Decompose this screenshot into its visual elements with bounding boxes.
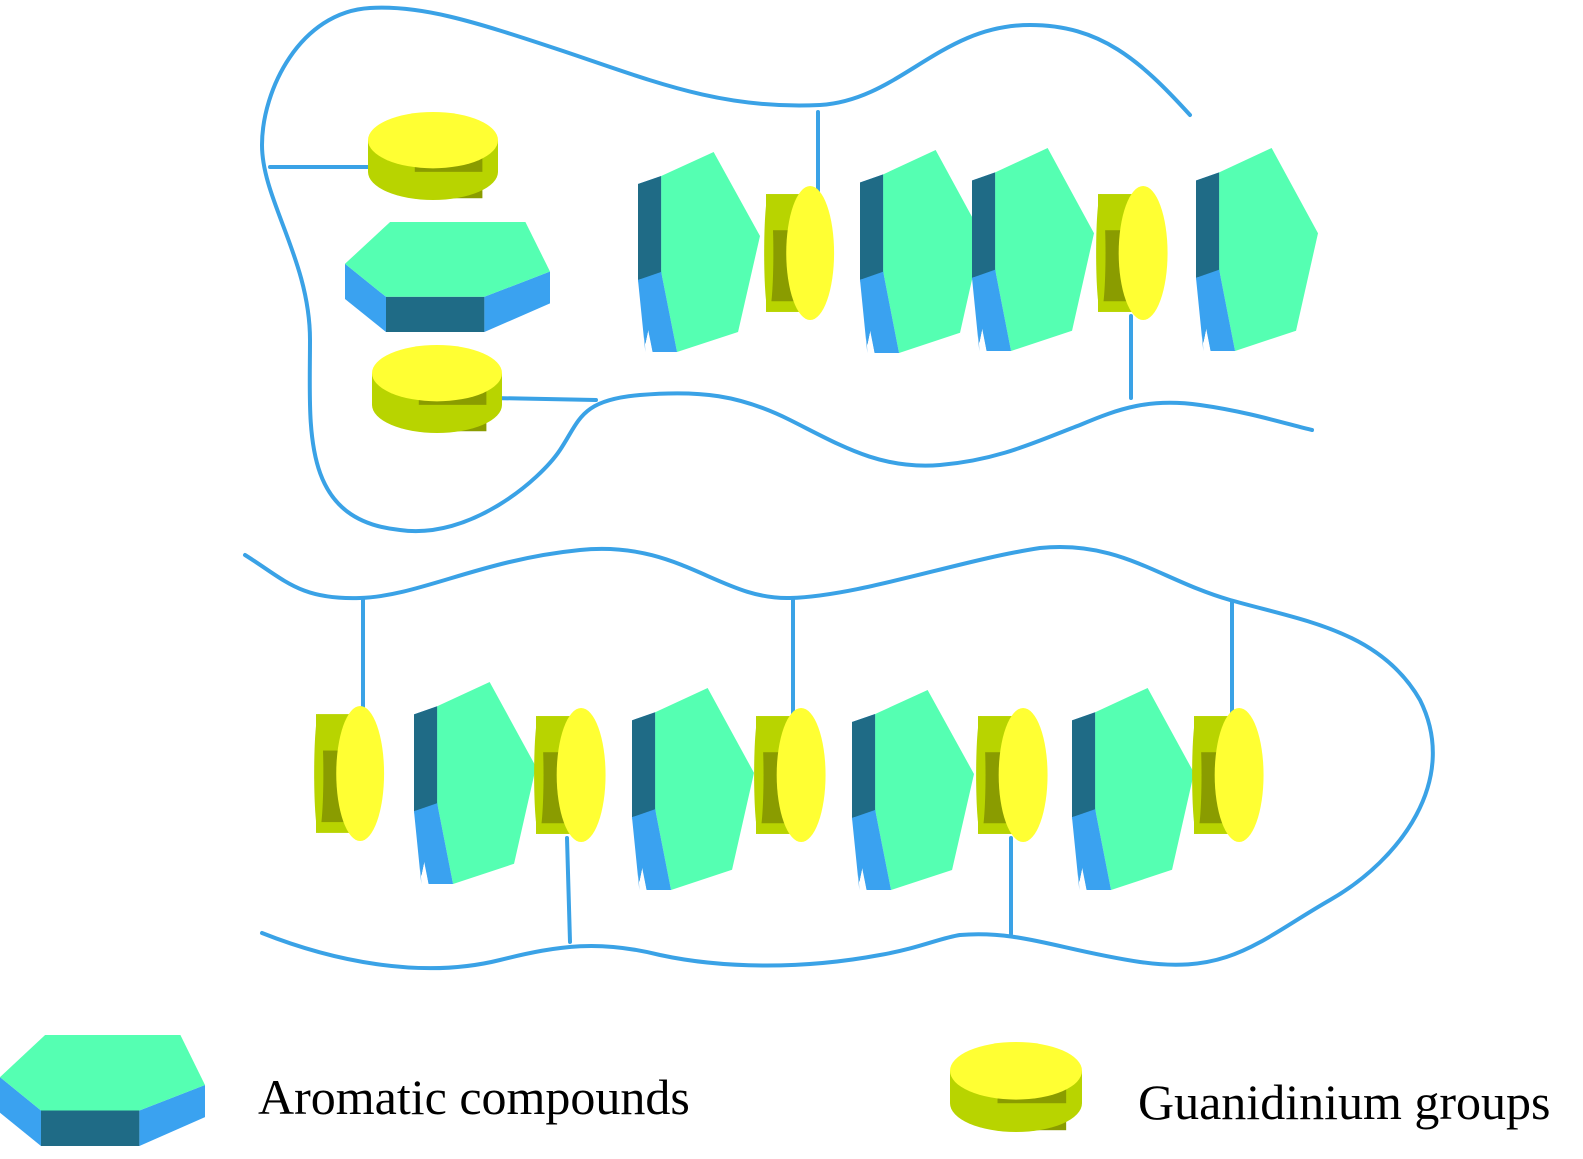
aromatic-icon <box>632 688 754 890</box>
legend-guanidinium-label: Guanidinium groups <box>1138 1074 1551 1130</box>
backbone-connector <box>490 396 598 402</box>
polymer-backbones <box>243 5 1435 971</box>
guanidinium-icon <box>1192 708 1264 842</box>
aromatic-icon <box>1072 688 1194 890</box>
guanidinium-icon <box>754 708 826 842</box>
guanidinium-icon <box>976 708 1048 842</box>
aromatic-icon <box>972 148 1094 351</box>
guanidinium-icon <box>314 706 385 841</box>
guanidinium-icon <box>950 1042 1082 1132</box>
aromatic-icon <box>1196 148 1318 351</box>
aromatic-icon <box>638 152 760 352</box>
guanidinium-icon <box>534 708 606 842</box>
stacked-molecules <box>314 112 1318 890</box>
backbone-strand <box>260 931 962 971</box>
backbone-strand <box>243 545 1435 967</box>
backbone-strand <box>260 5 1314 534</box>
aromatic-icon <box>345 222 550 332</box>
guanidinium-icon <box>368 112 498 200</box>
backbone-connector <box>565 836 572 944</box>
legend-aromatic-label: Aromatic compounds <box>258 1069 690 1125</box>
aromatic-icon <box>0 1035 205 1146</box>
aromatic-icon <box>860 150 982 353</box>
aromatic-icon <box>414 682 536 884</box>
guanidinium-icon <box>764 186 835 320</box>
guanidinium-icon <box>372 345 502 433</box>
aromatic-icon <box>852 690 974 890</box>
legend-icons <box>0 1035 1082 1146</box>
guanidinium-icon <box>1096 186 1168 320</box>
